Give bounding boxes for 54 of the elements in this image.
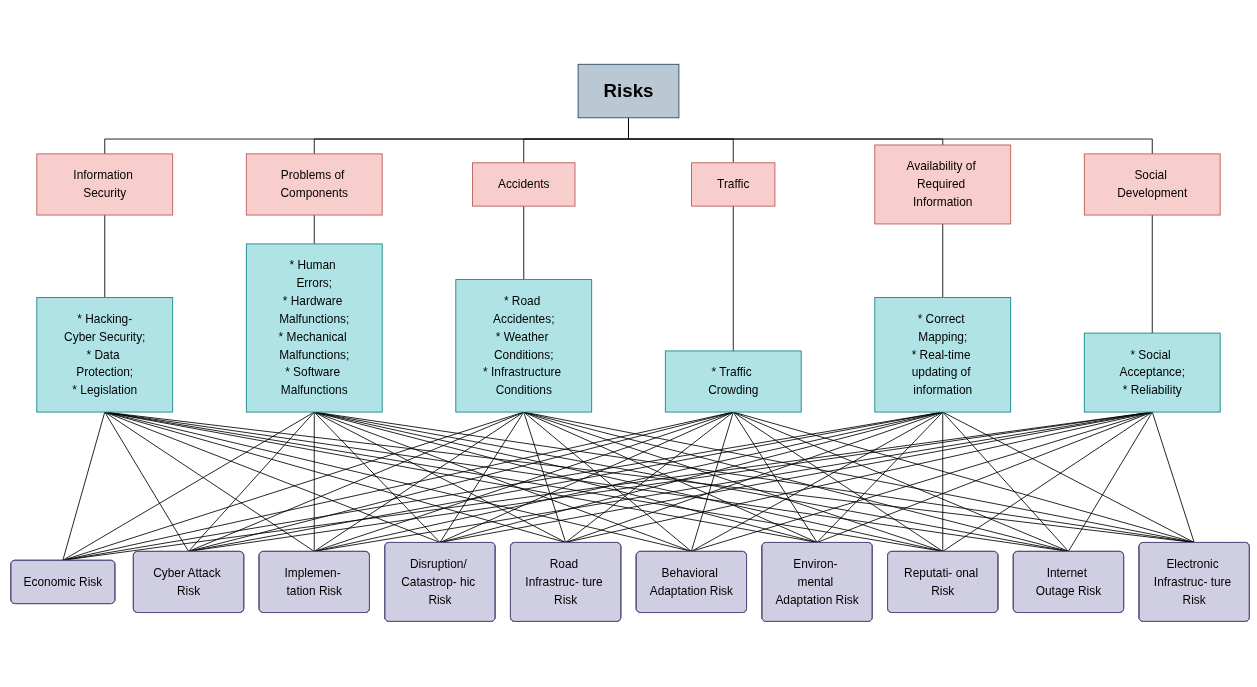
connector bbox=[439, 411, 525, 543]
connector bbox=[732, 411, 818, 543]
node-box: Accidents bbox=[472, 162, 576, 207]
connector bbox=[62, 411, 525, 561]
node-box: Information Security bbox=[36, 153, 174, 216]
connector bbox=[942, 411, 1153, 552]
connector bbox=[523, 411, 567, 543]
node-box: Risks bbox=[577, 63, 680, 119]
connector bbox=[313, 411, 315, 552]
connector bbox=[188, 411, 315, 552]
connector bbox=[942, 411, 944, 552]
connector bbox=[690, 411, 734, 552]
connector bbox=[523, 411, 818, 543]
connector bbox=[313, 411, 441, 543]
connector bbox=[732, 411, 1069, 552]
node-box: * Road Accidentes; * Weather Conditions; * Infrastructure Conditions bbox=[455, 279, 593, 413]
connector bbox=[104, 411, 189, 552]
connector bbox=[439, 411, 734, 543]
connector bbox=[690, 411, 944, 552]
connector bbox=[628, 117, 1153, 155]
connector bbox=[732, 411, 1195, 543]
connector bbox=[439, 411, 944, 543]
connector bbox=[313, 411, 944, 552]
connector bbox=[732, 411, 944, 552]
node-box: Social Development bbox=[1083, 153, 1221, 216]
connector bbox=[942, 411, 1069, 552]
node-box: * Correct Mapping; * Real-time updating of information bbox=[874, 297, 1012, 413]
node-box: * Social Acceptance; * Reliability bbox=[1083, 332, 1221, 413]
connector bbox=[1151, 411, 1195, 543]
connector bbox=[1068, 411, 1153, 552]
connector bbox=[188, 411, 734, 552]
connector bbox=[62, 411, 315, 561]
connector bbox=[523, 411, 944, 552]
connector bbox=[313, 411, 567, 543]
connector bbox=[104, 411, 692, 552]
node-box: Problems of Components bbox=[245, 153, 383, 216]
node-box: * Traffic Crowding bbox=[664, 350, 802, 413]
connector bbox=[188, 411, 525, 552]
connector bbox=[816, 411, 944, 543]
connector bbox=[62, 411, 106, 561]
node-box: Availability of Required Information bbox=[874, 144, 1012, 225]
connector bbox=[313, 411, 818, 543]
connector bbox=[523, 411, 1069, 552]
connector bbox=[104, 411, 315, 552]
connector bbox=[313, 411, 525, 552]
connector bbox=[523, 411, 692, 552]
node-box: Traffic bbox=[691, 162, 776, 207]
connector bbox=[62, 411, 1153, 561]
node-box: * Hacking-Cyber Security; * Data Protection; * Legislation bbox=[36, 297, 174, 413]
connector bbox=[565, 411, 734, 543]
connector bbox=[565, 411, 944, 543]
connector bbox=[62, 411, 734, 561]
connector bbox=[690, 411, 1153, 552]
node-box: * Human Errors; * Hardware Malfunctions; * Mechanical Malfunctions; * Software Malfunctions bbox=[245, 243, 383, 413]
